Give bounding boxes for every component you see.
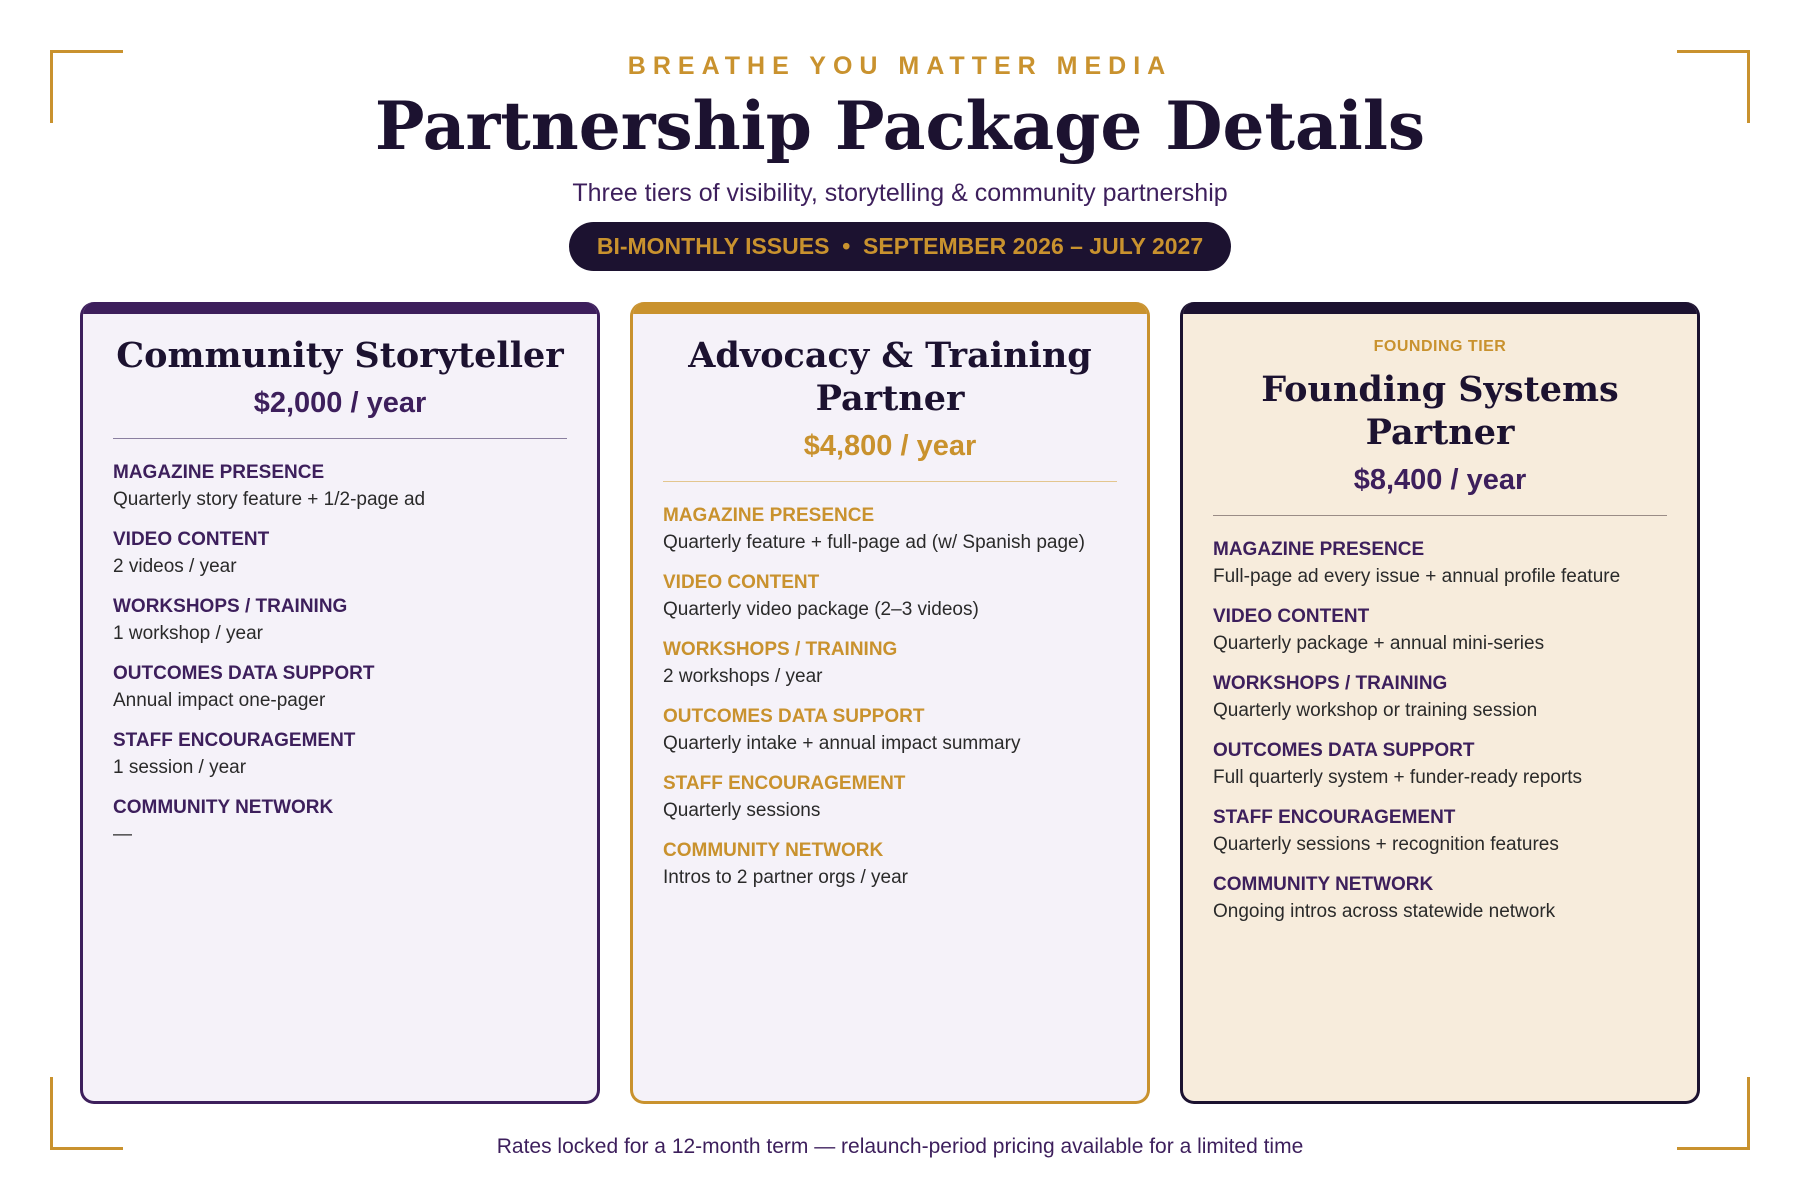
feature-item: OUTCOMES DATA SUPPORT Full quarterly syst… bbox=[1213, 739, 1667, 790]
feature-label: MAGAZINE PRESENCE bbox=[113, 462, 325, 483]
feature-label: STAFF ENCOURAGEMENT bbox=[1213, 807, 1456, 828]
feature-value: 2 videos / year bbox=[113, 556, 237, 577]
divider bbox=[113, 438, 567, 439]
divider bbox=[1213, 515, 1667, 516]
feature-label: COMMUNITY NETWORK bbox=[1213, 874, 1434, 895]
page-header: BREATHE YOU MATTER MEDIA Partnership Pac… bbox=[0, 52, 1800, 271]
feature-value: 1 workshop / year bbox=[113, 623, 263, 644]
tier-price: $8,400 / year bbox=[1353, 464, 1527, 496]
founding-tier-label: FOUNDING TIER bbox=[1373, 338, 1507, 355]
feature-item: COMMUNITY NETWORK — bbox=[113, 796, 567, 847]
tier-card-advocacy-training-partner: Advocacy & Training Partner $4,800 / yea… bbox=[630, 302, 1150, 1104]
feature-label: STAFF ENCOURAGEMENT bbox=[663, 773, 906, 794]
tier-card-community-storyteller: Community Storyteller $2,000 / year MAGA… bbox=[80, 302, 600, 1104]
footer-note: Rates locked for a 12-month term — relau… bbox=[496, 1135, 1304, 1158]
tier-card-founding-systems-partner: FOUNDING TIER Founding Systems Partner $… bbox=[1180, 302, 1700, 1104]
feature-value: 2 workshops / year bbox=[663, 666, 823, 687]
feature-label: OUTCOMES DATA SUPPORT bbox=[1213, 740, 1475, 761]
feature-value: Quarterly sessions bbox=[663, 800, 821, 821]
feature-item: STAFF ENCOURAGEMENT Quarterly sessions + … bbox=[1213, 806, 1667, 857]
feature-label: COMMUNITY NETWORK bbox=[113, 797, 334, 818]
feature-value: Quarterly story feature + 1/2-page ad bbox=[113, 489, 426, 510]
feature-value: Quarterly workshop or training session bbox=[1213, 700, 1538, 721]
corner-bracket-top-right bbox=[1677, 50, 1750, 123]
feature-item: MAGAZINE PRESENCE Full-page ad every issu… bbox=[1213, 538, 1667, 589]
page-subtitle: Three tiers of visibility, storytelling … bbox=[572, 179, 1228, 207]
feature-item: WORKSHOPS / TRAINING Quarterly workshop o… bbox=[1213, 672, 1667, 723]
feature-item: OUTCOMES DATA SUPPORT Annual impact one-p… bbox=[113, 662, 567, 713]
brand-name: BREATHE YOU MATTER MEDIA bbox=[627, 52, 1173, 80]
feature-value: Quarterly video package (2–3 videos) bbox=[663, 599, 979, 620]
feature-item: MAGAZINE PRESENCE Quarterly story feature… bbox=[113, 461, 567, 512]
corner-bracket-top-left bbox=[50, 50, 123, 123]
feature-item: MAGAZINE PRESENCE Quarterly feature + ful… bbox=[663, 504, 1117, 555]
feature-label: WORKSHOPS / TRAINING bbox=[1213, 673, 1448, 694]
page-title: Partnership Package Details bbox=[374, 87, 1426, 165]
feature-label: MAGAZINE PRESENCE bbox=[1213, 539, 1425, 560]
tier-name: Advocacy & Training Partner bbox=[688, 335, 1092, 419]
schedule-badge: BI-MONTHLY ISSUES • SEPTEMBER 2026 – JUL… bbox=[568, 222, 1232, 271]
feature-label: STAFF ENCOURAGEMENT bbox=[113, 730, 356, 751]
feature-label: OUTCOMES DATA SUPPORT bbox=[663, 706, 925, 727]
corner-bracket-bottom-left bbox=[50, 1077, 123, 1150]
feature-label: VIDEO CONTENT bbox=[113, 529, 270, 550]
feature-value: 1 session / year bbox=[113, 757, 247, 778]
feature-value: Full quarterly system + funder-ready rep… bbox=[1213, 767, 1583, 788]
feature-value: Quarterly feature + full-page ad (w/ Spa… bbox=[663, 532, 1085, 553]
feature-label: WORKSHOPS / TRAINING bbox=[663, 639, 898, 660]
feature-value: — bbox=[113, 824, 132, 845]
corner-bracket-bottom-right bbox=[1677, 1077, 1750, 1150]
feature-label: OUTCOMES DATA SUPPORT bbox=[113, 663, 375, 684]
feature-value: Ongoing intros across statewide network bbox=[1213, 901, 1556, 922]
feature-item: STAFF ENCOURAGEMENT Quarterly sessions bbox=[663, 772, 1117, 823]
card-top-bar bbox=[633, 302, 1147, 314]
feature-value: Intros to 2 partner orgs / year bbox=[663, 867, 909, 888]
feature-label: COMMUNITY NETWORK bbox=[663, 840, 884, 861]
card-top-bar bbox=[1183, 302, 1697, 314]
tier-price: $2,000 / year bbox=[253, 387, 427, 419]
divider bbox=[663, 481, 1117, 482]
feature-value: Quarterly intake + annual impact summary bbox=[663, 733, 1021, 754]
tier-price: $4,800 / year bbox=[803, 430, 977, 462]
feature-item: COMMUNITY NETWORK Intros to 2 partner org… bbox=[663, 839, 1117, 890]
feature-value: Annual impact one-pager bbox=[113, 690, 326, 711]
tier-name: Founding Systems Partner bbox=[1261, 369, 1619, 453]
feature-item: WORKSHOPS / TRAINING 2 workshops / year bbox=[663, 638, 1117, 689]
feature-value: Quarterly package + annual mini-series bbox=[1213, 633, 1545, 654]
feature-item: COMMUNITY NETWORK Ongoing intros across s… bbox=[1213, 873, 1667, 924]
feature-value: Quarterly sessions + recognition feature… bbox=[1213, 834, 1559, 855]
feature-item: VIDEO CONTENT Quarterly package + annual … bbox=[1213, 605, 1667, 656]
feature-item: STAFF ENCOURAGEMENT 1 session / year bbox=[113, 729, 567, 780]
feature-item: WORKSHOPS / TRAINING 1 workshop / year bbox=[113, 595, 567, 646]
tier-cards: Community Storyteller $2,000 / year MAGA… bbox=[80, 302, 1700, 1104]
feature-item: VIDEO CONTENT 2 videos / year bbox=[113, 528, 567, 579]
feature-label: VIDEO CONTENT bbox=[663, 572, 820, 593]
feature-value: Full-page ad every issue + annual profil… bbox=[1213, 566, 1621, 587]
feature-label: MAGAZINE PRESENCE bbox=[663, 505, 875, 526]
feature-item: OUTCOMES DATA SUPPORT Quarterly intake + … bbox=[663, 705, 1117, 756]
tier-name: Community Storyteller bbox=[116, 335, 564, 376]
feature-label: VIDEO CONTENT bbox=[1213, 606, 1370, 627]
feature-label: WORKSHOPS / TRAINING bbox=[113, 596, 348, 617]
card-top-bar bbox=[83, 302, 597, 314]
feature-item: VIDEO CONTENT Quarterly video package (2–… bbox=[663, 571, 1117, 622]
